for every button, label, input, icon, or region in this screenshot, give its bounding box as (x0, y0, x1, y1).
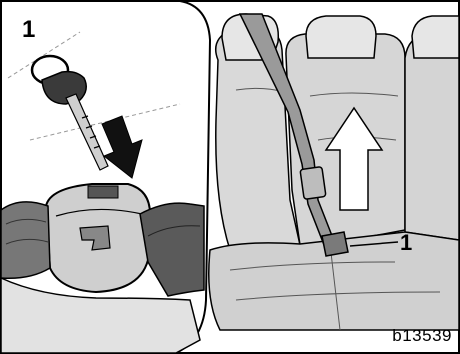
figure-code: b13539 (392, 326, 452, 346)
callout-right-number: 1 (400, 232, 412, 254)
buckle-closeup (1, 184, 204, 353)
key-inset (1, 1, 210, 353)
callout-left-number: 1 (22, 18, 35, 42)
rear-seat-scene (209, 14, 459, 330)
